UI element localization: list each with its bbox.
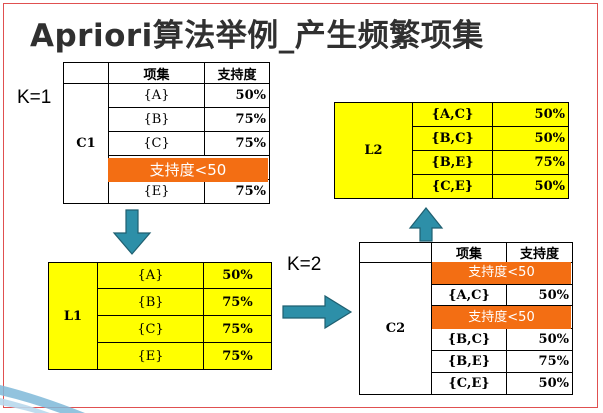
c2-header-itemset: 项集	[431, 242, 507, 263]
l1-support: 75%	[203, 342, 272, 370]
l2-support: 75%	[492, 150, 569, 175]
l1-table: L1 {A} 50% {B} 75% {C} 75% {E} 75%	[48, 262, 272, 370]
l1-item: {B}	[97, 288, 204, 316]
c2-item: {C,E}	[431, 372, 507, 395]
l2-name: L2	[334, 102, 413, 199]
l1-item: {A}	[97, 262, 204, 289]
arrow-up-icon	[408, 207, 444, 242]
corner-swoosh-icon	[0, 398, 50, 413]
arrow-right-icon	[282, 294, 353, 330]
l1-support: 50%	[203, 262, 272, 289]
l1-support: 75%	[203, 288, 272, 316]
slide-frame	[3, 3, 598, 408]
c1-filter-bar: 支持度<50	[108, 158, 268, 182]
c2-name: C2	[359, 262, 432, 395]
c2-support: 50%	[506, 328, 573, 351]
slide-title: Apriori算法举例_产生频繁项集	[30, 18, 484, 54]
k1-label: K=1	[17, 87, 52, 108]
c2-support: 50%	[506, 372, 573, 395]
l2-item: {B,E}	[412, 150, 493, 175]
l2-item: {B,C}	[412, 126, 493, 151]
l2-table: L2 {A,C} 50% {B,C} 50% {B,E} 75% {C,E} 5…	[334, 102, 569, 199]
c2-filter-bar-1: 支持度<50	[432, 262, 571, 284]
corner-swoosh-icon	[0, 385, 85, 413]
k2-label: K=2	[287, 254, 322, 275]
l2-support: 50%	[492, 174, 569, 199]
l1-name: L1	[48, 262, 98, 370]
c1-item: {A}	[108, 83, 205, 108]
l2-support: 50%	[492, 126, 569, 151]
c1-support: 50%	[204, 83, 270, 108]
c1-item: {E}	[108, 179, 205, 204]
c1-table: 项集 支持度 C1 {A} 50% {B} 75% {C} 75% {E} 75…	[63, 62, 270, 204]
c2-support: 50%	[506, 284, 573, 306]
l1-item: {E}	[97, 342, 204, 370]
c1-support: 75%	[204, 131, 270, 156]
l2-item: {C,E}	[412, 174, 493, 199]
l2-item: {A,C}	[412, 102, 493, 127]
l1-item: {C}	[97, 315, 204, 343]
c1-name: C1	[63, 83, 109, 204]
c2-filter-bar-2: 支持度<50	[432, 306, 571, 329]
c2-header-support: 支持度	[506, 242, 573, 263]
arrow-down-icon	[112, 209, 152, 255]
